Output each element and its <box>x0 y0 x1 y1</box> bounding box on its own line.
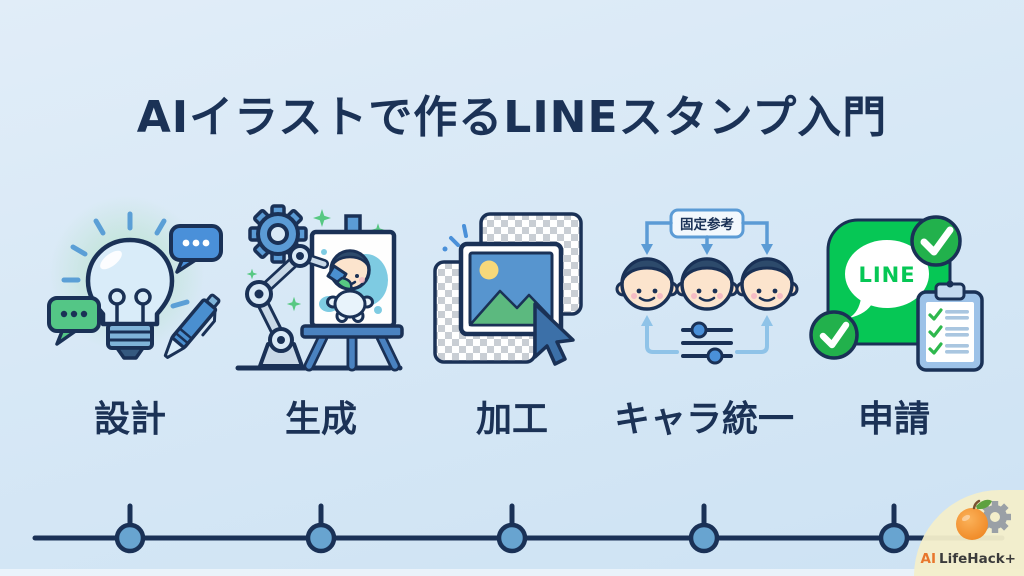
check-circle-bottom <box>809 310 859 360</box>
bottom-edge-strip <box>0 569 1024 576</box>
brand-logo-art <box>956 499 1011 540</box>
lightbulb <box>85 237 175 360</box>
checklist-rows <box>928 308 969 355</box>
cursor-icon <box>533 302 575 366</box>
gear-icon <box>248 204 308 264</box>
brand-prefix: AI <box>920 551 937 567</box>
up-arrowheads <box>641 315 773 326</box>
brand-name: LifeHack+ <box>939 551 1016 567</box>
line-app-submission-icon: LINE <box>799 192 989 382</box>
clipboard-checklist <box>916 280 984 372</box>
step-label-submit: 申請 <box>857 399 930 440</box>
step-label-design: 設計 <box>93 399 166 440</box>
step-consistency: 固定参考 <box>609 192 799 440</box>
sun-icon <box>479 260 499 280</box>
timeline-nodes <box>114 522 910 554</box>
robot-arm <box>245 244 353 368</box>
step-generate: 生成 <box>226 192 416 440</box>
timeline <box>32 503 1005 554</box>
face-avatar-1 <box>615 257 679 311</box>
face-avatar-3 <box>735 257 799 311</box>
step-edit: 加工 <box>417 192 607 440</box>
paintbrush-icon <box>326 264 353 291</box>
image-editing-transparency-icon <box>417 192 607 382</box>
svg-text:固定参考: 固定参考 <box>680 216 734 233</box>
svg-text:LINE: LINE <box>858 263 915 287</box>
step-label-consistency: キャラ統一 <box>613 399 794 440</box>
down-arrowheads <box>641 244 773 255</box>
easel-canvas <box>300 214 404 372</box>
speech-bubble-blue-icon <box>169 224 223 274</box>
slider-control <box>681 321 733 365</box>
step-submit: LINE <box>799 192 989 440</box>
speech-bubble-green-icon <box>47 296 101 346</box>
easel-legs <box>303 331 401 372</box>
up-connectors <box>645 322 769 354</box>
step-design: 設計 <box>35 192 225 440</box>
page-title: AIイラストで作るLINEスタンプ入門 <box>136 92 888 144</box>
lightbulb-idea-icon <box>35 192 225 382</box>
face-avatar-2 <box>675 257 739 311</box>
step-label-generate: 生成 <box>284 399 357 440</box>
check-circle-top <box>910 215 962 267</box>
step-label-edit: 加工 <box>475 399 548 440</box>
robot-arm-painting-icon <box>226 192 416 382</box>
pen-icon <box>163 293 221 359</box>
reference-label-box: 固定参考 <box>669 208 745 239</box>
orange-fruit-icon <box>956 499 992 540</box>
character-consistency-icon: 固定参考 <box>609 192 799 382</box>
sparkle-ticks <box>442 224 468 252</box>
filament <box>108 288 152 324</box>
down-connectors <box>645 221 769 247</box>
light-rays <box>61 211 190 309</box>
